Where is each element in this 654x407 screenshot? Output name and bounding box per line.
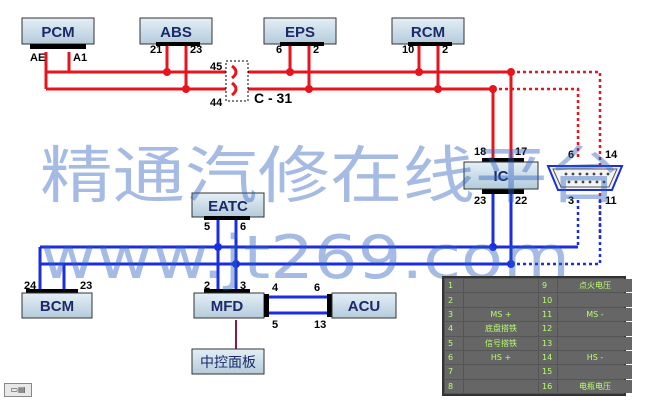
pin-labels: AE A1 21 23 6 2 10 2 45 44 18 17 23 22 6… <box>24 44 618 331</box>
pin-number: 1 <box>445 279 463 293</box>
svg-text:A1: A1 <box>73 52 87 64</box>
pin-number: 9 <box>539 279 557 293</box>
connector-c31 <box>225 60 249 102</box>
svg-text:44: 44 <box>210 97 223 109</box>
module-mfd[interactable]: MFD <box>193 289 269 319</box>
svg-text:6: 6 <box>568 149 574 161</box>
pin-number: 4 <box>445 322 463 336</box>
eatc-label: EATC <box>208 198 248 215</box>
module-abs[interactable]: ABS <box>139 17 213 46</box>
pin-function <box>464 279 538 293</box>
pin-number: 15 <box>539 365 557 379</box>
svg-text:5: 5 <box>204 221 210 233</box>
svg-text:17: 17 <box>515 146 527 158</box>
svg-text:6: 6 <box>240 221 246 233</box>
svg-text:10: 10 <box>402 44 414 56</box>
pin-number: 13 <box>539 336 557 350</box>
pin-function <box>464 379 538 393</box>
svg-text:AE: AE <box>30 52 45 64</box>
svg-text:23: 23 <box>190 44 202 56</box>
module-bcm[interactable]: BCM <box>21 289 93 319</box>
pin-number: 11 <box>539 307 557 322</box>
watermark-line1: 精通汽修在线平台 <box>40 139 620 212</box>
pin-function <box>464 365 538 379</box>
pin-number: 2 <box>445 293 463 307</box>
pin-function <box>464 293 538 307</box>
acu-label: ACU <box>348 298 381 315</box>
dlc-connector[interactable] <box>546 165 624 191</box>
module-acu[interactable]: ACU <box>327 292 397 319</box>
hs-can-bus <box>38 194 578 315</box>
pin-function: 点火电压 <box>558 279 632 293</box>
svg-text:21: 21 <box>150 44 162 56</box>
pcm-label: PCM <box>41 24 74 41</box>
pin-number: 5 <box>445 336 463 350</box>
svg-text:3: 3 <box>240 280 246 292</box>
svg-text:22: 22 <box>515 195 527 207</box>
pin-function: MS - <box>558 307 632 322</box>
module-rcm[interactable]: RCM <box>391 17 465 46</box>
bcm-label: BCM <box>40 298 74 315</box>
pin-function: HS + <box>464 350 538 365</box>
pin-number: 12 <box>539 322 557 336</box>
pin-number: 8 <box>445 379 463 393</box>
svg-text:23: 23 <box>80 280 92 292</box>
control-panel-label: 中控面板 <box>200 355 256 371</box>
module-control-panel[interactable]: 中控面板 <box>191 348 265 375</box>
pin-number: 14 <box>539 350 557 365</box>
abs-label: ABS <box>160 24 192 41</box>
rcm-label: RCM <box>411 24 445 41</box>
svg-text:45: 45 <box>210 61 222 73</box>
pin-function <box>558 293 632 307</box>
hs-can-dlc-dotted <box>511 200 602 266</box>
toolbar-icon[interactable]: ▭▤ <box>4 383 32 397</box>
svg-text:13: 13 <box>314 319 326 331</box>
svg-text:14: 14 <box>605 149 618 161</box>
pin-function: 信号搭铁 <box>464 336 538 350</box>
module-eps[interactable]: EPS <box>263 17 337 46</box>
svg-text:2: 2 <box>313 44 319 56</box>
ic-label: IC <box>494 168 509 185</box>
ms-can-junctions <box>163 68 515 93</box>
mfd-label: MFD <box>211 298 244 315</box>
svg-text:18: 18 <box>474 146 486 158</box>
module-eatc[interactable]: EATC <box>191 192 265 220</box>
svg-text:23: 23 <box>474 195 486 207</box>
pin-number: 6 <box>445 350 463 365</box>
pin-function <box>558 322 632 336</box>
pin-function <box>558 336 632 350</box>
pin-number: 16 <box>539 379 557 393</box>
pin-number: 3 <box>445 307 463 322</box>
module-pcm[interactable]: PCM <box>21 17 95 49</box>
svg-text:11: 11 <box>605 195 617 207</box>
pin-number: 10 <box>539 293 557 307</box>
svg-text:6: 6 <box>314 282 320 294</box>
pin-function <box>558 365 632 379</box>
pin-function: HS - <box>558 350 632 365</box>
svg-text:2: 2 <box>204 280 210 292</box>
svg-text:4: 4 <box>272 282 279 294</box>
hs-can-junctions <box>214 243 515 268</box>
pin-function: MS + <box>464 307 538 322</box>
pin-function: 底盘搭铁 <box>464 322 538 336</box>
svg-text:2: 2 <box>442 44 448 56</box>
pin-function: 电瓶电压 <box>558 379 632 393</box>
svg-text:5: 5 <box>272 319 278 331</box>
svg-text:6: 6 <box>276 44 282 56</box>
connector-c31-label: C - 31 <box>254 90 292 106</box>
svg-text:3: 3 <box>568 195 574 207</box>
svg-text:24: 24 <box>24 280 37 292</box>
module-ic[interactable]: IC <box>463 158 539 194</box>
pin-number: 7 <box>445 365 463 379</box>
eps-label: EPS <box>285 24 315 41</box>
